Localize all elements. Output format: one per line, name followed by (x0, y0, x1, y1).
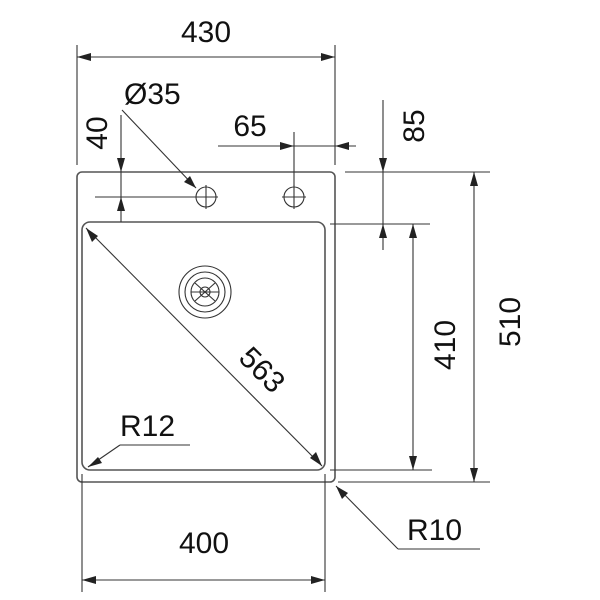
tap-hole-icon (282, 185, 306, 209)
dimension-bowl-corner-radius: R12 (87, 410, 190, 468)
rim-corner-radius-label: R10 (407, 514, 462, 547)
dimension-hole-diameter: Ø35 (121, 78, 197, 189)
dimension-rim-offset: 85 (330, 100, 490, 250)
bowl-width-label: 400 (179, 527, 229, 560)
dimension-hole-spacing: 65 (218, 110, 356, 186)
drain-strainer-icon (178, 265, 232, 319)
bowl-height-label: 410 (429, 320, 462, 370)
dimension-overall-width: 430 (76, 16, 336, 165)
overall-width-label: 430 (181, 16, 231, 49)
dimension-hole-offset-top: 40 (81, 115, 200, 222)
hole-offset-top-label: 40 (81, 116, 114, 149)
dimension-bowl-height: 410 (330, 224, 462, 471)
hole-spacing-label: 65 (233, 110, 266, 143)
diagonal-label: 563 (232, 341, 291, 400)
rim-offset-label: 85 (398, 109, 431, 142)
sink-bowl (81, 221, 326, 471)
hole-diameter-label: Ø35 (124, 78, 181, 111)
dimension-overall-height: 510 (338, 172, 527, 483)
overall-height-label: 510 (494, 297, 527, 347)
bowl-corner-radius-label: R12 (120, 410, 175, 443)
dimension-rim-corner-radius: R10 (335, 485, 480, 550)
sink-outer-rim (76, 171, 336, 483)
dimension-bowl-width: 400 (81, 474, 326, 592)
